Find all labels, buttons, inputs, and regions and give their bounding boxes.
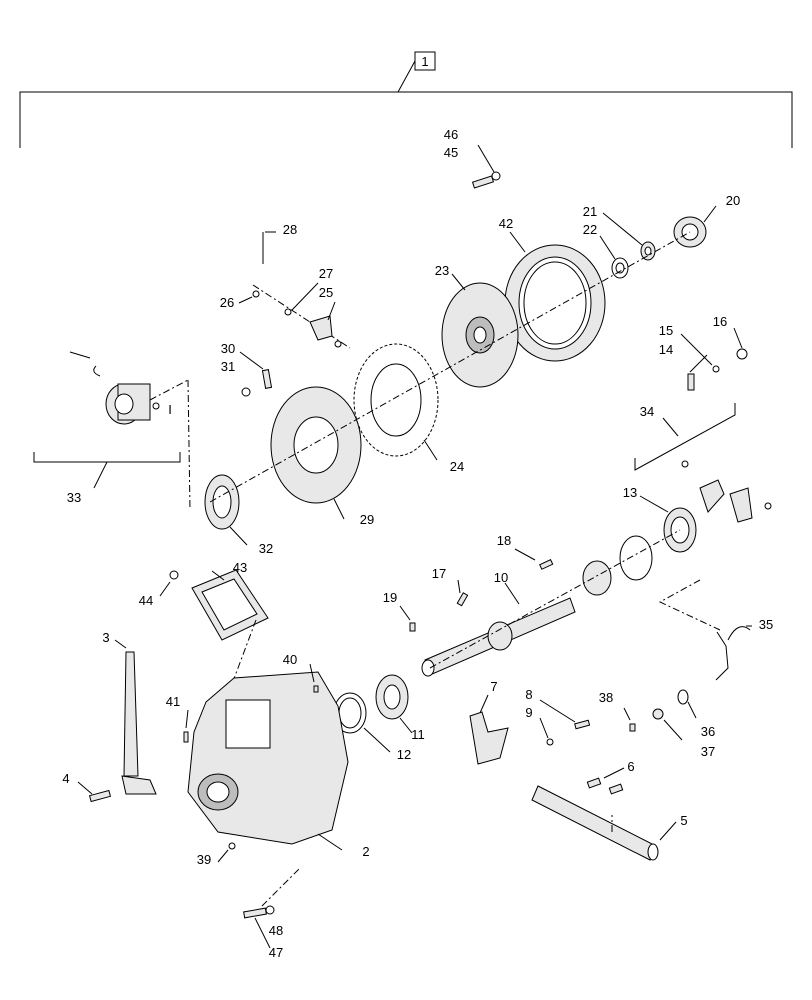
fork-7 (469, 694, 509, 765)
callout-46: 46 (444, 127, 458, 142)
washer-21 (602, 212, 656, 261)
callout-27: 27 (319, 266, 333, 281)
callout-14: 14 (659, 342, 673, 357)
screw-14-15-16 (680, 327, 748, 391)
inset-mark: I (168, 402, 172, 417)
callout-9: 9 (525, 705, 532, 720)
callout-7: 7 (490, 679, 497, 694)
callout-8: 8 (525, 687, 532, 702)
pin-set-25-28 (238, 231, 351, 349)
callout-40: 40 (283, 652, 297, 667)
pressure-plate-29 (270, 386, 362, 520)
callout-48: 48 (269, 923, 283, 938)
pins-39-41 (183, 663, 319, 863)
callout-31: 31 (221, 359, 235, 374)
callout-29: 29 (360, 512, 374, 527)
bearing-race (582, 535, 653, 596)
callout-13: 13 (623, 485, 637, 500)
callout-44: 44 (139, 593, 153, 608)
callout-28: 28 (283, 222, 297, 237)
assembly-bracket (19, 51, 793, 148)
callout-15: 15 (659, 323, 673, 338)
release-bearing-33 (33, 351, 191, 511)
callout-32: 32 (259, 541, 273, 556)
callout-47: 47 (269, 945, 283, 960)
callout-34: 34 (640, 404, 654, 419)
screw-44 (159, 570, 179, 597)
callout-37: 37 (701, 744, 715, 759)
callout-39: 39 (197, 852, 211, 867)
bearing-11 (375, 674, 413, 734)
main-shaft-10 (421, 582, 576, 677)
bolt-47-48 (243, 867, 301, 949)
bolt-45-46 (471, 144, 501, 189)
bracket-34 (634, 403, 772, 523)
callout-12: 12 (397, 747, 411, 762)
pins-30-31 (239, 351, 273, 397)
pipe-35 (658, 579, 752, 681)
callout-6: 6 (627, 759, 634, 774)
callout-26: 26 (220, 295, 234, 310)
callout-11: 11 (411, 727, 425, 742)
callout-38: 38 (599, 690, 613, 705)
keys-6 (586, 767, 625, 795)
callout-3: 3 (102, 630, 109, 645)
callout-22: 22 (583, 222, 597, 237)
ring-gear-42 (504, 231, 606, 362)
callout-45: 45 (444, 145, 458, 160)
callout-41: 41 (166, 694, 180, 709)
callout-19: 19 (383, 590, 397, 605)
callout-33: 33 (67, 490, 81, 505)
callout-30: 30 (221, 341, 235, 356)
callout-4: 4 (62, 771, 69, 786)
keys-17-18-19 (399, 548, 554, 632)
shaft-axis (429, 529, 681, 669)
callout-21: 21 (583, 204, 597, 219)
callout-23: 23 (435, 263, 449, 278)
callout-18: 18 (497, 533, 511, 548)
callout-36: 36 (701, 724, 715, 739)
callout-43: 43 (233, 560, 247, 575)
callout-25: 25 (319, 285, 333, 300)
center-axis (209, 231, 691, 503)
callout-42: 42 (499, 216, 513, 231)
pins-8-9 (539, 699, 591, 746)
callout-1: 1 (421, 54, 428, 69)
callout-2: 2 (362, 844, 369, 859)
bolt-4 (77, 781, 112, 803)
bearing-20 (673, 205, 717, 248)
lever-3 (114, 639, 157, 795)
toothed-plate-24 (353, 343, 439, 461)
gear-32 (204, 474, 248, 546)
callout-10: 10 (494, 570, 508, 585)
callout-35: 35 (759, 617, 773, 632)
callout-20: 20 (726, 193, 740, 208)
shaft-5 (531, 785, 677, 861)
washer-22 (599, 235, 629, 279)
callout-16: 16 (713, 314, 727, 329)
callout-24: 24 (450, 459, 464, 474)
fittings-36-38 (623, 689, 697, 741)
housing-2 (187, 671, 349, 851)
callout-17: 17 (432, 566, 446, 581)
callout-5: 5 (680, 813, 687, 828)
